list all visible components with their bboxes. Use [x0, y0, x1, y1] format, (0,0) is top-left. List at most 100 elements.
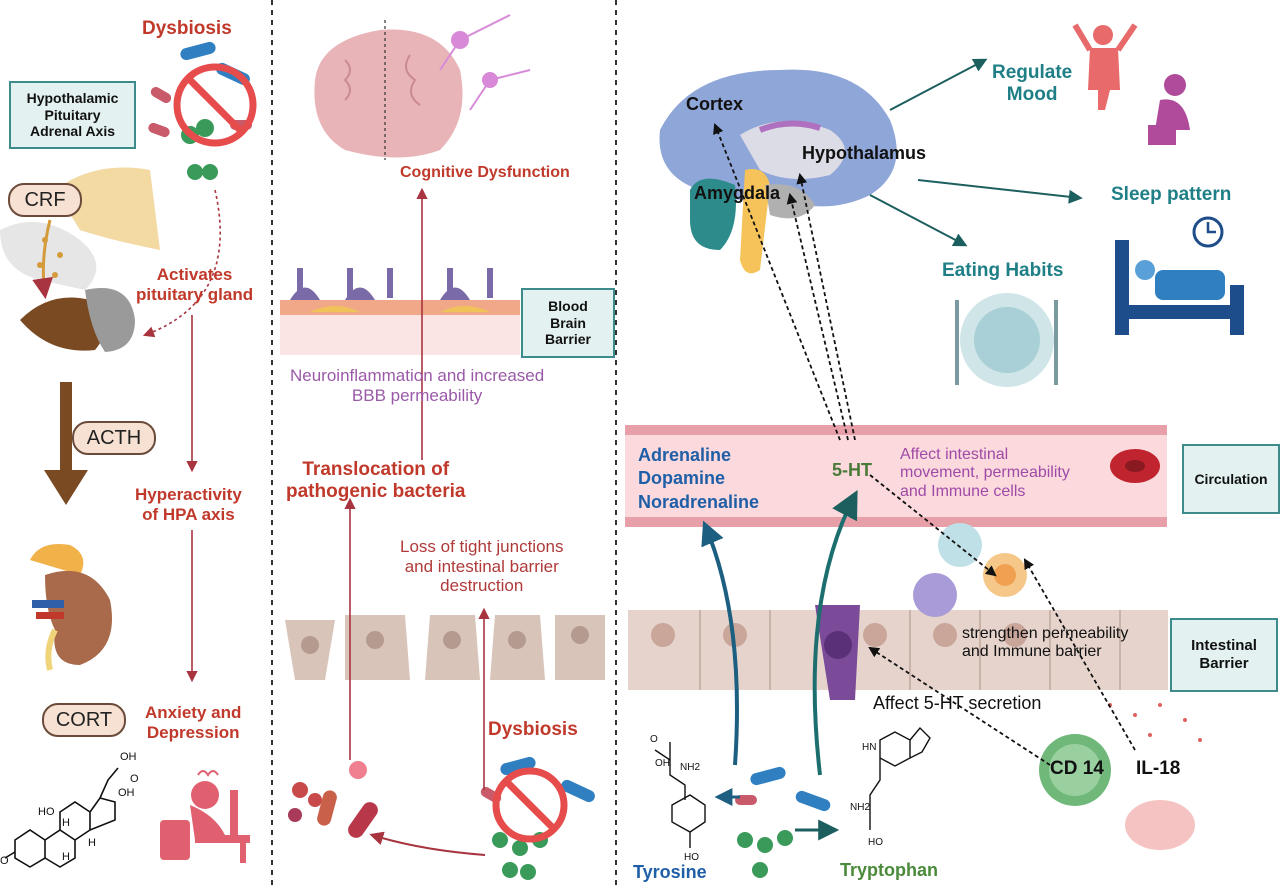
tryptophan-atom-labels: HN NH2 HO — [850, 742, 883, 848]
regulate-mood-label: Regulate Mood — [992, 62, 1072, 106]
arrow-to-bacteria — [369, 831, 486, 856]
tyrosine-structure — [654, 742, 706, 848]
svg-text:HO: HO — [868, 837, 883, 848]
affect-intestinal-label: Affect intestinal movement, permeability… — [900, 446, 1070, 501]
hyperactivity-label: Hyperactivity of HPA axis — [135, 485, 242, 524]
affect-line-1: Affect intestinal — [900, 446, 1009, 463]
arrow-dysbiosis-to-pituitary — [142, 189, 221, 338]
svg-text:H: H — [88, 837, 96, 849]
svg-text:HO: HO — [684, 852, 699, 863]
tryptophan-label: Tryptophan — [840, 860, 938, 880]
arrow-to-regulate-mood — [889, 58, 988, 111]
regulate-line-2: Mood — [1006, 83, 1058, 105]
cognitive-dysfunction-label: Cognitive Dysfunction — [400, 164, 570, 181]
intestinal-line-1: Intestinal — [1191, 637, 1257, 654]
blood-vessel-circulation — [625, 425, 1167, 527]
strengthen-line-1: strengthen permeability — [962, 625, 1129, 642]
circulation-box: Circulation — [1182, 444, 1280, 514]
dysbiosis-label-left: Dysbiosis — [142, 18, 232, 39]
intestinal-line-2: Barrier — [1199, 655, 1249, 672]
svg-text:HN: HN — [862, 742, 876, 753]
acth-thick-arrow — [44, 382, 88, 505]
neuroinflammation-label: Neuroinflammation and increased BBB perm… — [290, 366, 544, 405]
adrenal-kidney-illustration — [30, 544, 112, 671]
crf-pill: CRF — [8, 183, 82, 217]
brain-sagittal-illustration — [659, 69, 897, 274]
cd14-label: CD 14 — [1050, 758, 1104, 779]
arrow-il18-to-immune — [1023, 558, 1136, 751]
anxiety-line-2: Depression — [146, 722, 240, 742]
translocation-label: Translocation of pathogenic bacteria — [286, 459, 466, 503]
stressed-person-desk-icon — [160, 770, 250, 863]
pathogenic-bacteria — [288, 761, 378, 838]
serotonin-label: 5-HT — [832, 460, 872, 480]
svg-text:O: O — [0, 855, 9, 867]
svg-text:OH: OH — [118, 787, 135, 799]
arrow-cd14-to-secretion — [868, 646, 1051, 766]
hypothalamus-label: Hypothalamus — [802, 143, 927, 163]
arrow-tyrosine-to-catecholamines — [701, 520, 739, 766]
svg-text:OH: OH — [655, 758, 670, 769]
loss-line-2: and intestinal barrier — [404, 556, 559, 576]
mood-people-icons — [1072, 23, 1190, 145]
immune-cells — [913, 523, 1202, 850]
hpa-line-2: Pituitary — [44, 106, 101, 123]
affect-5ht-secretion-label: Affect 5-HT secretion — [873, 693, 1042, 713]
neuro-line-2: BBB permeability — [351, 385, 483, 405]
svg-text:NH2: NH2 — [680, 762, 700, 773]
hyperactivity-line-2: of HPA axis — [142, 504, 235, 524]
arrow-to-amygdala — [786, 192, 849, 441]
bbb-line-3: Barrier — [545, 331, 591, 348]
strengthen-line-2: and Immune barrier — [962, 643, 1102, 661]
anxiety-line-1: Anxiety and — [145, 703, 242, 722]
adrenaline-text: Adrenaline — [638, 445, 732, 465]
svg-text:OH: OH — [120, 751, 137, 763]
sleep-bed-icon — [1115, 216, 1244, 335]
tryptophan-structure — [869, 726, 931, 830]
anxiety-depression-label: Anxiety and Depression — [145, 703, 241, 742]
cortisol-structure — [4, 767, 119, 868]
il18-label: IL-18 — [1136, 758, 1181, 779]
cort-pill: CORT — [42, 703, 126, 737]
hpa-line-1: Hypothalamic — [26, 89, 119, 106]
svg-text:O: O — [650, 734, 658, 745]
strengthen-permeability-label: strengthen permeability and Immune barri… — [962, 625, 1128, 662]
plate-cutlery-icon — [955, 293, 1058, 387]
gut-microbe-cluster-right — [735, 766, 831, 878]
arrow-to-sleep-pattern — [917, 179, 1083, 204]
bbb-line-1: Blood — [548, 297, 588, 314]
acth-pill: ACTH — [72, 421, 156, 455]
svg-text:O: O — [130, 773, 139, 785]
steroid-atom-labels: OH O OH HO H H H O — [0, 751, 139, 867]
svg-text:HO: HO — [38, 806, 55, 818]
arrow-to-hypothalamus — [796, 172, 856, 441]
catecholamines-label: Adrenaline Dopamine Noradrenaline — [638, 444, 759, 514]
affect-line-2: movement, permeability — [900, 464, 1070, 482]
amygdala-label: Amygdala — [694, 183, 781, 203]
loss-line-3: destruction — [440, 576, 524, 596]
no-symbol-icon — [173, 63, 257, 147]
arrow-to-cortex — [713, 122, 841, 441]
translocation-line-2: pathogenic bacteria — [286, 480, 466, 502]
gut-dysbiosis-cluster-middle — [480, 756, 595, 880]
arrow-tryptophan-to-5ht — [812, 490, 858, 776]
tyrosine-atom-labels: O OH NH2 HO — [650, 734, 700, 863]
brain-section-illustration — [314, 14, 531, 160]
svg-text:NH2: NH2 — [850, 802, 870, 813]
hpa-line-3: Adrenal Axis — [29, 123, 116, 140]
noradrenaline-text: Noradrenaline — [638, 491, 760, 512]
regulate-line-1: Regulate — [992, 62, 1073, 83]
svg-text:H: H — [62, 851, 70, 863]
epithelial-cells-middle — [285, 615, 605, 680]
arrow-5ht-to-immune — [869, 474, 997, 577]
activates-line-2: pituitary gland — [136, 284, 254, 304]
arrow-to-eating-habits — [869, 194, 968, 247]
bbb-illustration — [280, 268, 520, 355]
dysbiosis-label-middle: Dysbiosis — [488, 719, 578, 740]
activates-pituitary-label: Activates pituitary gland — [136, 265, 253, 304]
cortex-label: Cortex — [686, 94, 744, 114]
loss-tight-junctions-label: Loss of tight junctions and intestinal b… — [400, 537, 563, 596]
loss-line-1: Loss of tight junctions — [400, 537, 564, 556]
